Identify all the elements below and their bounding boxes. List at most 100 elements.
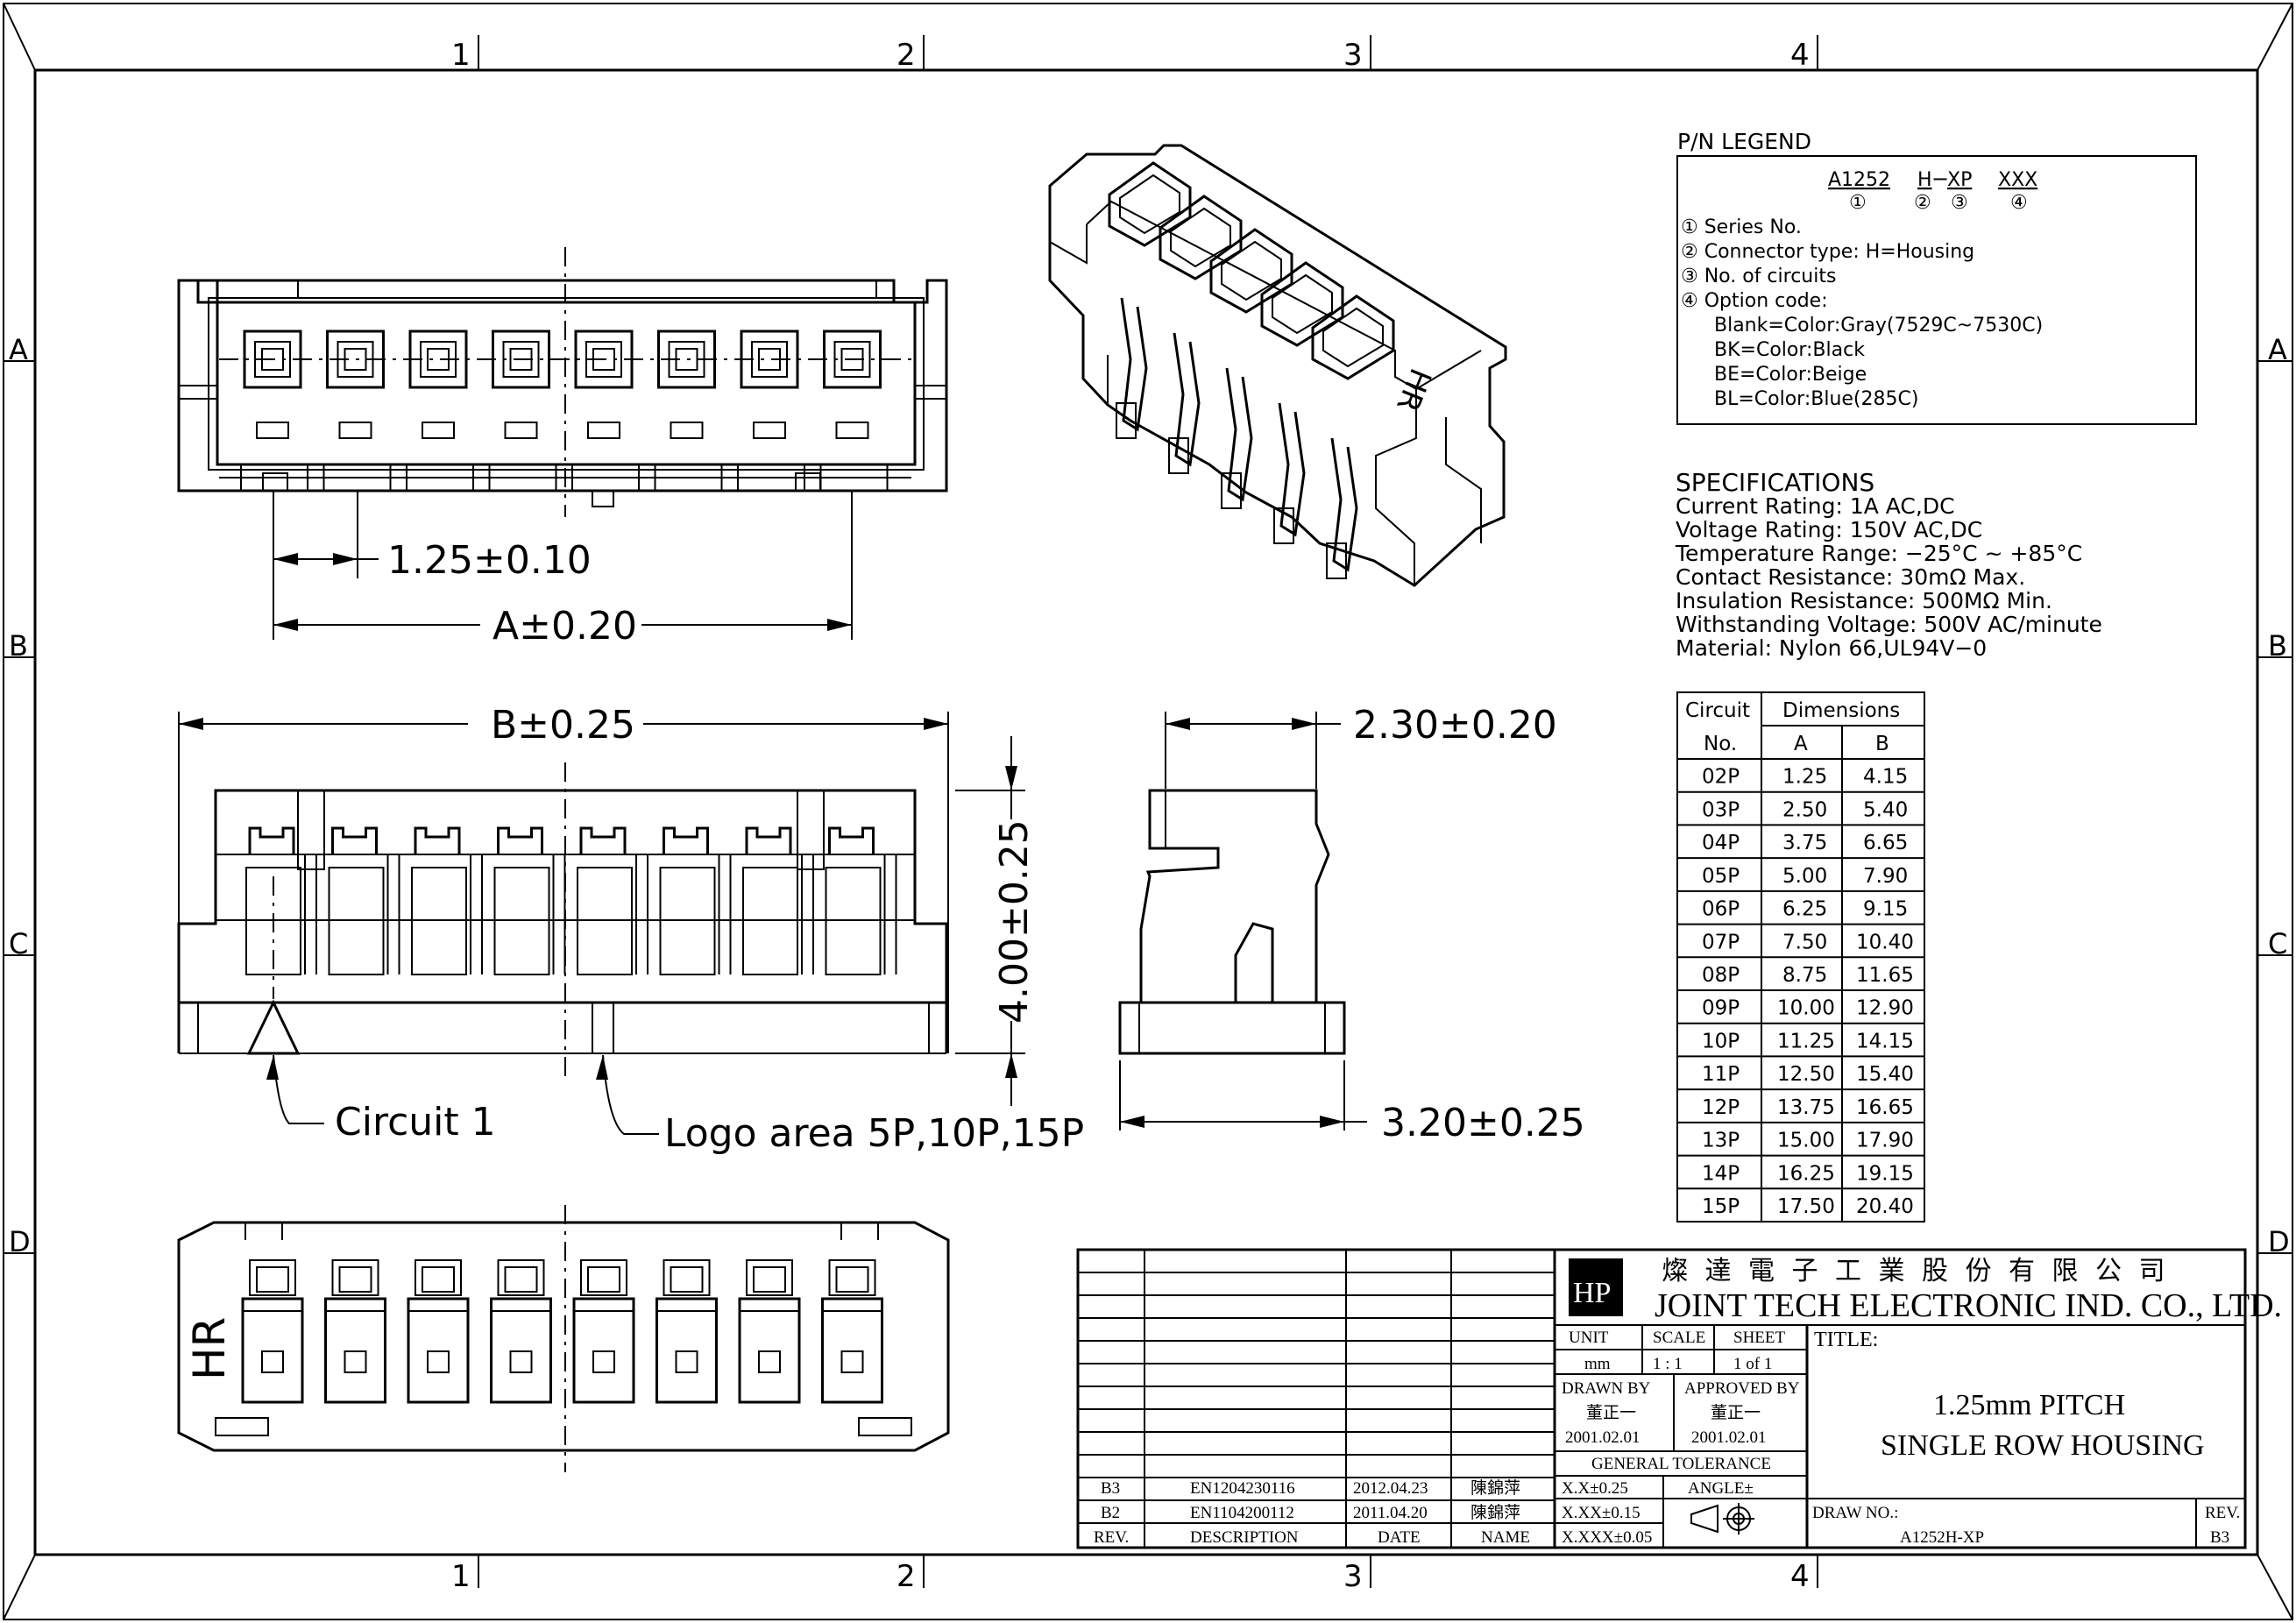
table-cell-circuit: 07P [1702, 931, 1740, 953]
revision-2-name: 陳錦萍 [1470, 1503, 1520, 1522]
front-latch [414, 826, 461, 854]
top-latch-slot [256, 422, 289, 439]
angle-label: ANGLE± [1688, 1479, 1754, 1498]
table-cell-b: 7.90 [1863, 865, 1908, 888]
bottom-cavity [241, 1297, 304, 1404]
pn-legend-item-1: ① Series No. [1681, 216, 1802, 238]
top-latch-slot [587, 422, 620, 439]
front-cavity [659, 867, 716, 975]
pn-code-mark-2: ② [1914, 192, 1931, 214]
front-cavity [493, 867, 550, 975]
callouts: Circuit 1 Logo area 5P,10P,15P [266, 1054, 1084, 1156]
approved-by-name: 董正一 [1711, 1403, 1761, 1422]
bottom-top-slot [331, 1259, 379, 1296]
isometric-hr-mark: HR [1389, 364, 1438, 417]
top-bottom-pocket [406, 464, 474, 492]
drawn-by-name: 董正一 [1586, 1403, 1636, 1422]
bottom-top-slot-inner [587, 1266, 620, 1293]
iso-cavity-inner [1170, 207, 1231, 268]
bottom-top-slot [415, 1259, 462, 1296]
table-cell-a: 12.50 [1777, 1063, 1835, 1086]
drawing-title-line-2: SINGLE ROW HOUSING [1881, 1429, 2205, 1462]
bottom-view-cavities [241, 1259, 883, 1404]
table-cell-a: 13.75 [1777, 1096, 1835, 1119]
pn-legend-item-6: BK=Color:Black [1714, 339, 1865, 361]
spec-material: Material: Nylon 66,UL94V−0 [1676, 635, 1987, 661]
top-bottom-pocket [654, 464, 723, 492]
bottom-top-slot [828, 1259, 876, 1296]
specifications-title: SPECIFICATIONS [1676, 468, 1874, 497]
table-cell-b: 19.15 [1856, 1162, 1914, 1185]
col-label-2-bottom: 2 [896, 1559, 916, 1594]
a-dimension-label: A±0.20 [493, 604, 637, 648]
company-name-cn: 燦 達 電 子 工 業 股 份 有 限 公 司 [1662, 1257, 2171, 1286]
front-cavity [328, 867, 385, 975]
pitch-dimension-label: 1.25±0.10 [387, 538, 592, 583]
spec-insulation-resistance: Insulation Resistance: 500MΩ Min. [1676, 588, 2052, 613]
table-header-circuit: Circuit [1685, 699, 1750, 722]
unit-label: UNIT [1569, 1329, 1609, 1347]
table-cell-circuit: 05P [1702, 865, 1740, 888]
top-key [262, 472, 288, 492]
front-latch [497, 826, 543, 854]
top-latch-slot [670, 422, 704, 439]
col-label-4-bottom: 4 [1790, 1559, 1810, 1594]
iso-contact-leg [1225, 367, 1253, 502]
bottom-top-slot-inner [256, 1266, 289, 1293]
row-label-d-left: D [9, 1225, 31, 1258]
tolerance-1: X.X±0.25 [1562, 1479, 1628, 1498]
top-logo-key [592, 490, 614, 507]
table-cell-b: 20.40 [1856, 1195, 1914, 1218]
revision-1-name: 陳錦萍 [1470, 1478, 1520, 1498]
bottom-top-slot [663, 1259, 711, 1296]
bottom-contact-window [509, 1350, 533, 1373]
table-cell-circuit: 15P [1702, 1195, 1740, 1218]
table-cell-circuit: 12P [1702, 1096, 1740, 1119]
bottom-top-slot-inner [422, 1266, 455, 1293]
pn-legend: P/N LEGEND A1252 H − XP XXX ① ② ③ ④ ① Se… [1676, 129, 2197, 425]
circuit-1-callout: Circuit 1 [335, 1100, 496, 1145]
row-label-a-right: A [2268, 333, 2287, 366]
iso-foot [1116, 402, 1137, 439]
col-label-1-top: 1 [451, 38, 471, 73]
drawing-title-line-1: 1.25mm PITCH [1933, 1389, 2125, 1421]
iso-contact-leg [1120, 297, 1148, 432]
top-bottom-pocket [737, 464, 805, 492]
iso-cavity-inner [1221, 240, 1282, 301]
unit-value: mm [1584, 1355, 1611, 1373]
side-view: 2.30±0.20 3.20±0.25 [1118, 703, 1585, 1145]
pn-code-part-type: H [1917, 169, 1932, 191]
table-cell-b: 4.15 [1863, 766, 1908, 789]
table-cell-circuit: 14P [1702, 1162, 1740, 1185]
title-block: HP 燦 達 電 子 工 業 股 份 有 限 公 司 JOINT TECH EL… [1076, 1248, 2282, 1549]
pn-code-part-series: A1252 [1828, 169, 1890, 191]
revision-2-description: EN1104200112 [1190, 1504, 1294, 1522]
bottom-cavity [738, 1297, 801, 1404]
drawing-border: 1 2 3 4 1 2 3 4 A B C D A B C D [3, 3, 2293, 1620]
bottom-cavity [821, 1297, 883, 1404]
draw-no-value: A1252H-XP [1900, 1528, 1984, 1547]
pn-legend-item-4: ④ Option code: [1681, 290, 1828, 312]
drawn-by-date: 2001.02.01 [1565, 1428, 1641, 1447]
bottom-top-slot-inner [670, 1266, 704, 1293]
table-cell-a: 1.25 [1782, 766, 1827, 789]
top-latch-slot [835, 422, 869, 439]
row-label-c-right: C [2268, 927, 2287, 960]
table-cell-circuit: 11P [1702, 1063, 1740, 1086]
bottom-contact-window [427, 1350, 450, 1373]
revision-1-description: EN1204230116 [1190, 1479, 1295, 1498]
table-cell-a: 7.50 [1782, 931, 1827, 953]
iso-cavity [1108, 161, 1192, 247]
pn-code-part-circuits: XP [1947, 169, 1972, 191]
table-header-b: B [1875, 733, 1889, 755]
iso-cavity [1159, 195, 1243, 280]
front-cavity [245, 867, 301, 975]
front-view: B±0.25 [177, 703, 949, 1078]
approved-by-date: 2001.02.01 [1691, 1428, 1767, 1447]
revision-2-rev: B2 [1101, 1504, 1120, 1522]
table-cell-a: 2.50 [1782, 798, 1827, 821]
b-dimension-label: B±0.25 [491, 703, 635, 748]
front-latch [663, 826, 709, 854]
